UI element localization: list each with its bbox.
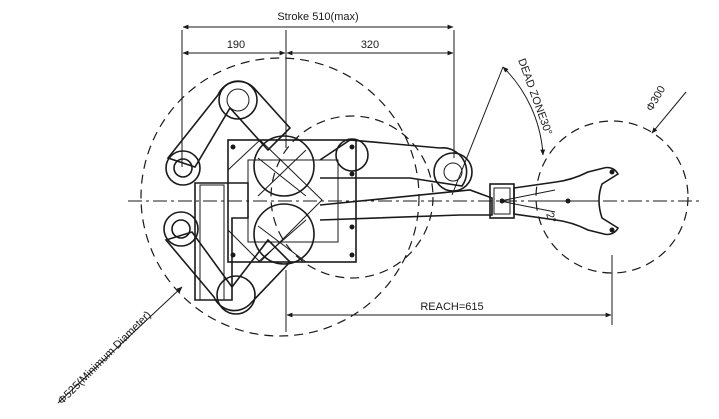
center-gear-lower — [253, 203, 315, 265]
min-diameter-label: Φ525(Minimum Diameter) — [56, 309, 154, 407]
base-plate — [199, 184, 225, 301]
angle-ray-b — [499, 200, 556, 213]
reach-label: REACH=615 — [420, 301, 483, 313]
bolt-1 — [230, 144, 236, 150]
center-gear-upper — [253, 135, 315, 197]
angle-ray-a — [499, 189, 556, 202]
bolt-6 — [349, 252, 355, 258]
dead-zone-ray-upper — [451, 66, 504, 196]
wrist-block-inner — [493, 187, 511, 215]
fork-bolt-bottom — [609, 227, 615, 233]
bolt-3 — [349, 171, 355, 177]
wrist-bolt — [499, 198, 505, 204]
bolt-2 — [349, 144, 355, 150]
bolt-5 — [230, 252, 236, 258]
base-pivot-upper — [165, 150, 201, 186]
base-pivot-lower-inner — [171, 219, 191, 239]
bolt-4 — [349, 224, 355, 230]
min-diameter-leader — [57, 286, 183, 404]
end-effector-circle — [535, 120, 689, 274]
gear-upper-spokes — [257, 149, 307, 197]
forearm-link — [319, 139, 468, 187]
angle-label: 2° — [543, 211, 558, 225]
gear-lower-spokes — [257, 219, 307, 263]
elbow-sweep-circle — [270, 115, 434, 279]
base-pivot-lower — [163, 211, 199, 247]
end-diameter-label: Φ300 — [644, 84, 668, 114]
fork-bolt-top — [609, 169, 615, 175]
gearbox-inner — [247, 159, 339, 243]
end-diameter-leader — [651, 91, 687, 134]
left-segment-label: 190 — [227, 39, 245, 51]
dead-zone-arc — [502, 66, 546, 156]
base-pivot-upper-inner — [173, 158, 193, 178]
right-segment-label: 320 — [361, 39, 379, 51]
gearbox-diamond — [227, 139, 323, 263]
end-effector-fork — [513, 166, 620, 236]
stroke-label: Stroke 510(max) — [277, 11, 358, 23]
lower-link-pulley — [216, 275, 256, 315]
lower-forearm-link — [319, 189, 493, 221]
upper-link-pulley — [218, 80, 258, 120]
dead-zone-label: DEAD ZONE30° — [515, 57, 554, 137]
forearm-pivot — [335, 138, 369, 172]
elbow-pulley-inner — [443, 162, 463, 182]
min-diameter-circle — [140, 57, 420, 337]
upper-link-pulley-inner — [226, 88, 250, 112]
